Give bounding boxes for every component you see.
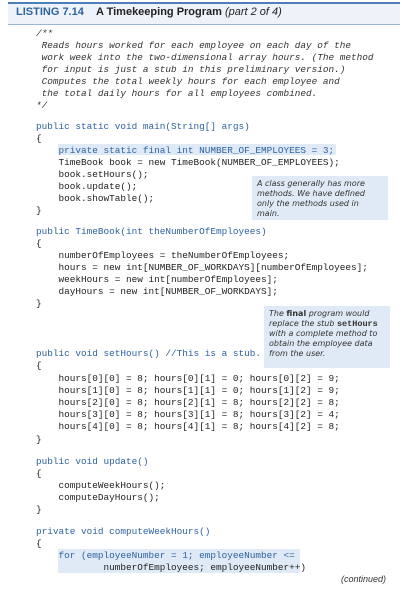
code-line: { — [36, 360, 42, 371]
code-line: */ — [36, 100, 48, 111]
note2-a: The — [269, 309, 287, 318]
code-line: { — [36, 538, 42, 549]
code-line: hours = new int[NUMBER_OF_WORKDAYS][numb… — [36, 262, 368, 273]
code-line: computeDayHours(); — [36, 492, 160, 503]
code-line: public void update() — [36, 456, 149, 467]
highlight-for-loop — [58, 549, 300, 573]
code-line: hours[3][0] = 8; hours[3][1] = 8; hours[… — [36, 409, 340, 420]
listing-title: A Timekeeping Program(part 2 of 4) — [96, 6, 282, 18]
code-line: { — [36, 133, 42, 144]
code-line: work week into the two-dimensional array… — [36, 52, 374, 63]
code-line: } — [36, 504, 42, 515]
code-line: private static final int NUMBER_OF_EMPLO… — [36, 145, 335, 156]
code-line: for input is just a stub in this prelimi… — [36, 64, 346, 75]
margin-note-final: The final program would replace the stub… — [264, 306, 390, 368]
code-line: dayHours = new int[NUMBER_OF_WORKDAYS]; — [36, 286, 278, 297]
code-line: public static void main(String[] args) — [36, 121, 250, 132]
code-line: book.update(); — [36, 181, 138, 192]
listing-number: LISTING 7.14 — [16, 6, 84, 18]
code-line: /** — [36, 28, 53, 39]
listing-title-text: A Timekeeping Program — [96, 6, 222, 18]
code-line: public TimeBook(int theNumberOfEmployees… — [36, 226, 267, 237]
code-line: hours[0][0] = 8; hours[0][1] = 0; hours[… — [36, 373, 340, 384]
code-line: public void setHours() //This is a stub. — [36, 348, 262, 359]
code-line: { — [36, 468, 42, 479]
note2-c: with a complete method to obtain the emp… — [269, 329, 378, 358]
continued-label: (continued) — [340, 574, 386, 584]
note2-bold: final — [286, 309, 307, 318]
note2-code: setHours — [336, 319, 378, 329]
margin-note-methods-text: A class generally has more methods. We h… — [257, 179, 365, 218]
code-line: book.setHours(); — [36, 169, 149, 180]
code-line: numberOfEmployees; employeeNumber++) — [36, 562, 307, 573]
highlight-private-final — [58, 144, 336, 155]
listing-header: LISTING 7.14 A Timekeeping Program(part … — [8, 2, 400, 25]
code-line: hours[2][0] = 8; hours[2][1] = 8; hours[… — [36, 397, 340, 408]
code-line: weekHours = new int[numberOfEmployees]; — [36, 274, 278, 285]
code-line: private void computeWeekHours() — [36, 526, 211, 537]
code-line: { — [36, 238, 42, 249]
listing-part: (part 2 of 4) — [224, 6, 282, 18]
code-line: computeWeekHours(); — [36, 480, 166, 491]
code-line: } — [36, 434, 42, 445]
code-line: book.showTable(); — [36, 193, 155, 204]
code-line: the total daily hours for all employees … — [36, 88, 318, 99]
code-line: } — [36, 298, 42, 309]
code-line: } — [36, 205, 42, 216]
code-line: Reads hours worked for each employee on … — [36, 40, 352, 51]
code-line: hours[1][0] = 8; hours[1][1] = 0; hours[… — [36, 385, 340, 396]
code-line: Computes the total weekly hours for each… — [36, 76, 340, 87]
code-line: for (employeeNumber = 1; employeeNumber … — [36, 550, 295, 561]
code-line: TimeBook book = new TimeBook(NUMBER_OF_E… — [36, 157, 340, 168]
code-line: numberOfEmployees = theNumberOfEmployees… — [36, 250, 290, 261]
note2-b: program would replace the stub — [269, 309, 370, 328]
code-line: hours[4][0] = 8; hours[4][1] = 8; hours[… — [36, 421, 340, 432]
margin-note-methods: A class generally has more methods. We h… — [252, 176, 388, 220]
